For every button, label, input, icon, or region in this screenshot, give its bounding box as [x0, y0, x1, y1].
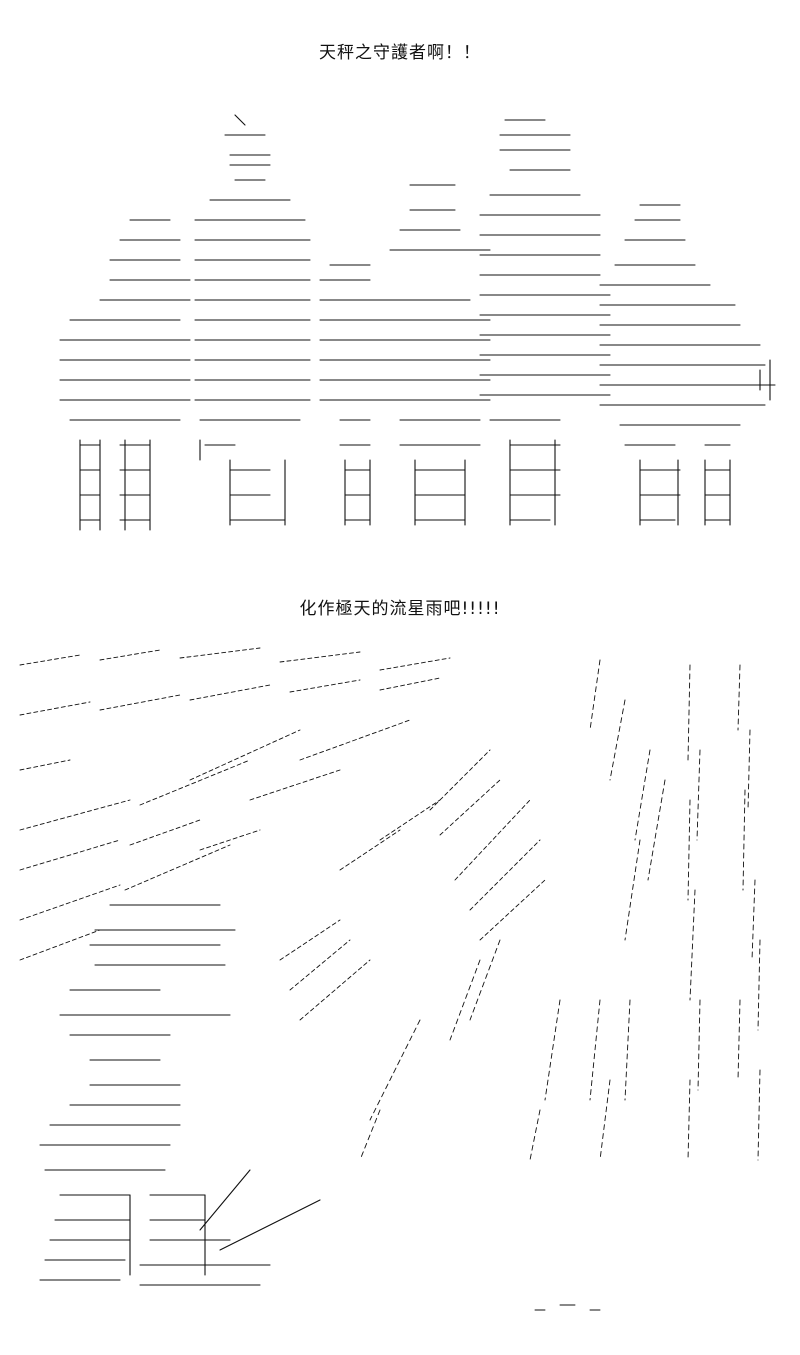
ascii-art-five-guardians	[0, 100, 800, 540]
ascii-art-meteor-shower	[0, 640, 800, 1340]
caption-guardians-of-libra: 天秤之守護者啊！！	[319, 43, 481, 63]
kneeling-figure	[39, 904, 321, 1286]
guardians-drawing	[59, 114, 776, 531]
figure-fourth	[479, 119, 611, 526]
meteor-drawing	[19, 647, 761, 1311]
meteor-streaks-left	[19, 647, 546, 1021]
figure-second	[194, 114, 311, 526]
figure-right	[599, 204, 776, 526]
meteor-streaks-right	[359, 659, 761, 1161]
ground-marks	[534, 1304, 601, 1311]
figure-left	[59, 219, 191, 531]
figure-middle	[319, 184, 491, 526]
caption-meteor-shower: 化作極天的流星雨吧!!!!!	[299, 599, 501, 619]
